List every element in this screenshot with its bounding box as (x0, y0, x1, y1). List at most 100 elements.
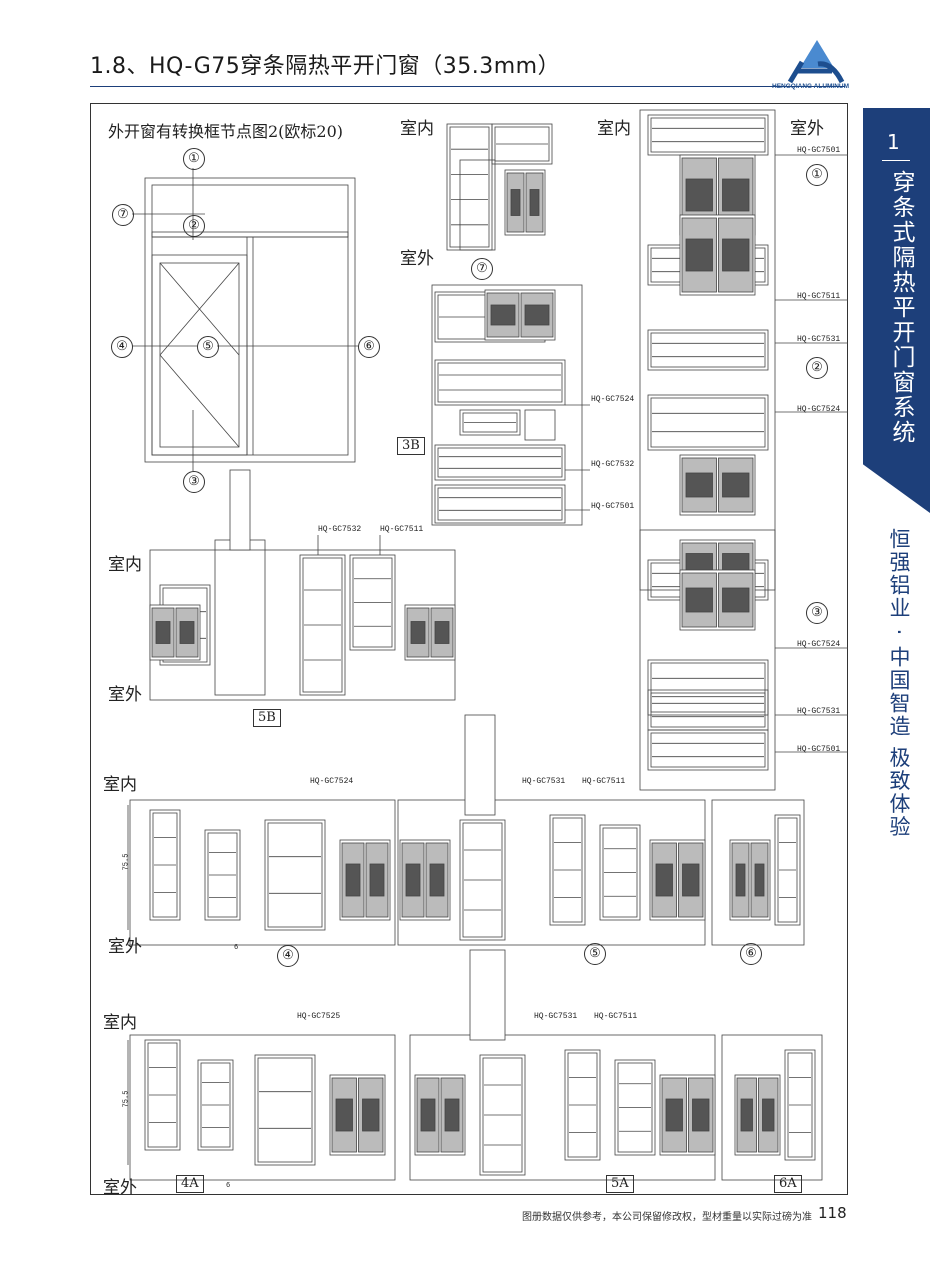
profile-outline (197, 1059, 234, 1151)
marker-2: ② (183, 215, 205, 237)
outdoor-label: 室外 (108, 685, 142, 705)
spacer (682, 863, 700, 897)
indoor-label: 室内 (400, 119, 434, 139)
profile-outline (491, 123, 553, 165)
spacer (335, 1098, 353, 1132)
spacer (510, 189, 521, 216)
profile-inner (567, 1052, 598, 1158)
spacer (524, 304, 550, 326)
marker-5: ⑤ (197, 336, 219, 358)
profile-outline (599, 824, 641, 921)
profile-outline (349, 554, 396, 651)
profile-outline (549, 814, 586, 926)
section-3-label: ③ (806, 602, 828, 624)
part-code: HQ-GC7501 (591, 502, 635, 511)
section-6A-label: 6A (774, 1175, 802, 1193)
handle (469, 949, 506, 1041)
profile-inner (152, 812, 178, 918)
profile-outline (204, 829, 241, 921)
gap-dimension: 6 (226, 1182, 231, 1190)
indoor-label: 室内 (103, 775, 137, 795)
spacer (655, 863, 673, 897)
profile-inner (650, 662, 766, 713)
part-code: HQ-GC7524 (310, 777, 354, 786)
profile-outline (647, 329, 769, 371)
profile-outline (479, 1054, 526, 1176)
part-code: HQ-GC7511 (594, 1012, 638, 1021)
profile-inner (650, 117, 766, 153)
marker-1: ① (183, 148, 205, 170)
profile-outline (564, 1049, 601, 1161)
chapter-tab (863, 108, 930, 513)
profile-inner (787, 1052, 813, 1158)
profile-outline (214, 539, 266, 696)
header-divider (90, 86, 845, 87)
profile-outline (144, 1039, 181, 1151)
logo-text: HENGQIANG ALUMINUM (772, 83, 850, 90)
profile-outline (446, 123, 493, 251)
drawing-frame (90, 103, 848, 1195)
spacer (490, 304, 516, 326)
brand-slogan: 恒强铝业 · 中国智造 极致体验 (887, 528, 911, 839)
marker-7: ⑦ (112, 204, 134, 226)
profile-inner (462, 412, 518, 433)
handle (464, 714, 496, 816)
spacer (754, 863, 765, 897)
outdoor-label: 室外 (103, 1178, 137, 1198)
spacer (685, 587, 713, 613)
spacer (410, 621, 426, 644)
profile-outline (459, 409, 521, 436)
spacer (692, 1098, 710, 1132)
gasket (524, 409, 556, 441)
spacer (722, 553, 750, 572)
company-logo (787, 40, 845, 84)
profile-inner (352, 557, 393, 648)
profile-outline (299, 554, 346, 696)
profile-outline (264, 819, 326, 931)
section-1-label: ① (806, 164, 828, 186)
spacer (722, 178, 750, 212)
profile-inner (650, 332, 766, 368)
footer-note: 图册数据仅供参考，本公司保留修改权，型材重量以实际过磅为准 (522, 1212, 812, 1223)
diagram-title: 外开窗有转换框节点图2(欧标20) (108, 122, 344, 141)
section-5A-label: 5A (606, 1175, 634, 1193)
section-3B-label: 3B (397, 437, 425, 455)
profile-outline (774, 814, 801, 926)
profile-outline (647, 659, 769, 716)
profile-inner (207, 832, 238, 918)
profile-inner (482, 1057, 523, 1173)
profile-outline (459, 819, 506, 941)
outdoor-label: 室外 (108, 937, 142, 957)
profile-inner (437, 487, 563, 521)
part-code: HQ-GC7501 (797, 146, 841, 155)
profile-outline (639, 529, 776, 791)
profile-outline (149, 809, 181, 921)
spacer (362, 1098, 380, 1132)
chapter-number: 1 (887, 130, 900, 154)
profile-outline (434, 444, 566, 481)
spacer (444, 1098, 460, 1132)
section-7-label: ⑦ (471, 258, 493, 280)
section-2-label: ② (806, 357, 828, 379)
page-number: 118 (818, 1204, 847, 1222)
part-code: HQ-GC7524 (797, 640, 841, 649)
profile-inner (449, 126, 490, 248)
profile-outline (784, 1049, 816, 1161)
profile-outline (129, 799, 396, 946)
profile-inner (650, 692, 766, 728)
part-code: HQ-GC7511 (380, 525, 424, 534)
profile-outline (129, 1034, 396, 1181)
window-frame-inner (151, 184, 349, 456)
profile-outline (647, 394, 769, 451)
spacer (345, 863, 361, 897)
indoor-label: 室内 (108, 555, 142, 575)
section-5B-label: 5B (253, 709, 281, 727)
spacer (529, 189, 540, 216)
section-6-label: ⑥ (740, 943, 762, 965)
opening-line (159, 354, 240, 448)
transom-bar (151, 231, 349, 238)
profile-inner (777, 817, 798, 923)
profile-inner (437, 447, 563, 478)
spacer (434, 621, 450, 644)
part-code: HQ-GC7525 (297, 1012, 341, 1021)
